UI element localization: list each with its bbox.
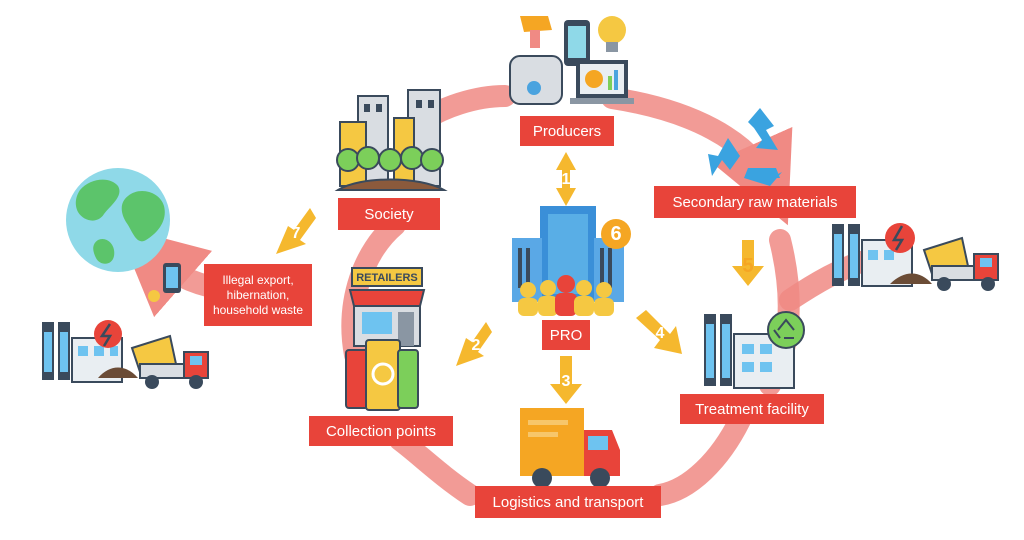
arrow-7-society-illegal <box>276 208 316 254</box>
recycle-symbol-icon <box>708 108 782 186</box>
treatment-facility-label: Treatment facility <box>680 394 824 424</box>
delivery-truck-icon <box>520 408 620 488</box>
step-2-label: 2 <box>472 337 481 354</box>
treatment-facility-icon <box>704 311 805 389</box>
yellow-arrows <box>276 152 764 404</box>
collection-bins-icon <box>345 339 419 411</box>
cycle-arc-logistics-collection <box>389 429 481 506</box>
step-6-badge: 6 <box>601 219 631 249</box>
society-label: Society <box>338 198 440 230</box>
arrow-5-secondary-treatment <box>732 240 764 286</box>
right-dump-truck-icon <box>922 236 999 291</box>
logistics-transport-label: Logistics and transport <box>475 486 661 518</box>
step-4-label: 4 <box>656 325 665 342</box>
arrow-2-pro-collection <box>456 322 492 366</box>
collection-points-label: Collection points <box>309 416 453 446</box>
producers-appliances-icon <box>509 16 634 105</box>
left-dump-truck-icon <box>130 334 209 389</box>
pro-label: PRO <box>542 320 590 350</box>
small-phone-icon <box>148 263 181 302</box>
society-city-icon <box>334 89 448 191</box>
step-7-label: 7 <box>292 225 301 242</box>
right-factory-icon <box>832 223 932 287</box>
producers-label: Producers <box>520 116 614 146</box>
cycle-arc-producers-secondary <box>601 87 793 226</box>
globe-icon <box>66 168 170 272</box>
arrow-3-pro-logistics <box>550 356 582 404</box>
illegal-export-label: Illegal export, hibernation, household w… <box>204 264 312 326</box>
step-5-label: 5 <box>742 255 753 277</box>
cycle-arc-treatment-logistics <box>649 409 751 506</box>
step-1-label: 1 <box>562 171 571 188</box>
left-factory-icon <box>42 320 138 383</box>
secondary-raw-materials-label: Secondary raw materials <box>654 186 856 218</box>
arrow-4-pro-treatment <box>636 310 682 354</box>
retailers-label: RETAILERS <box>356 272 418 284</box>
arrow-1-producers-pro <box>556 152 576 206</box>
step-3-label: 3 <box>562 373 571 390</box>
